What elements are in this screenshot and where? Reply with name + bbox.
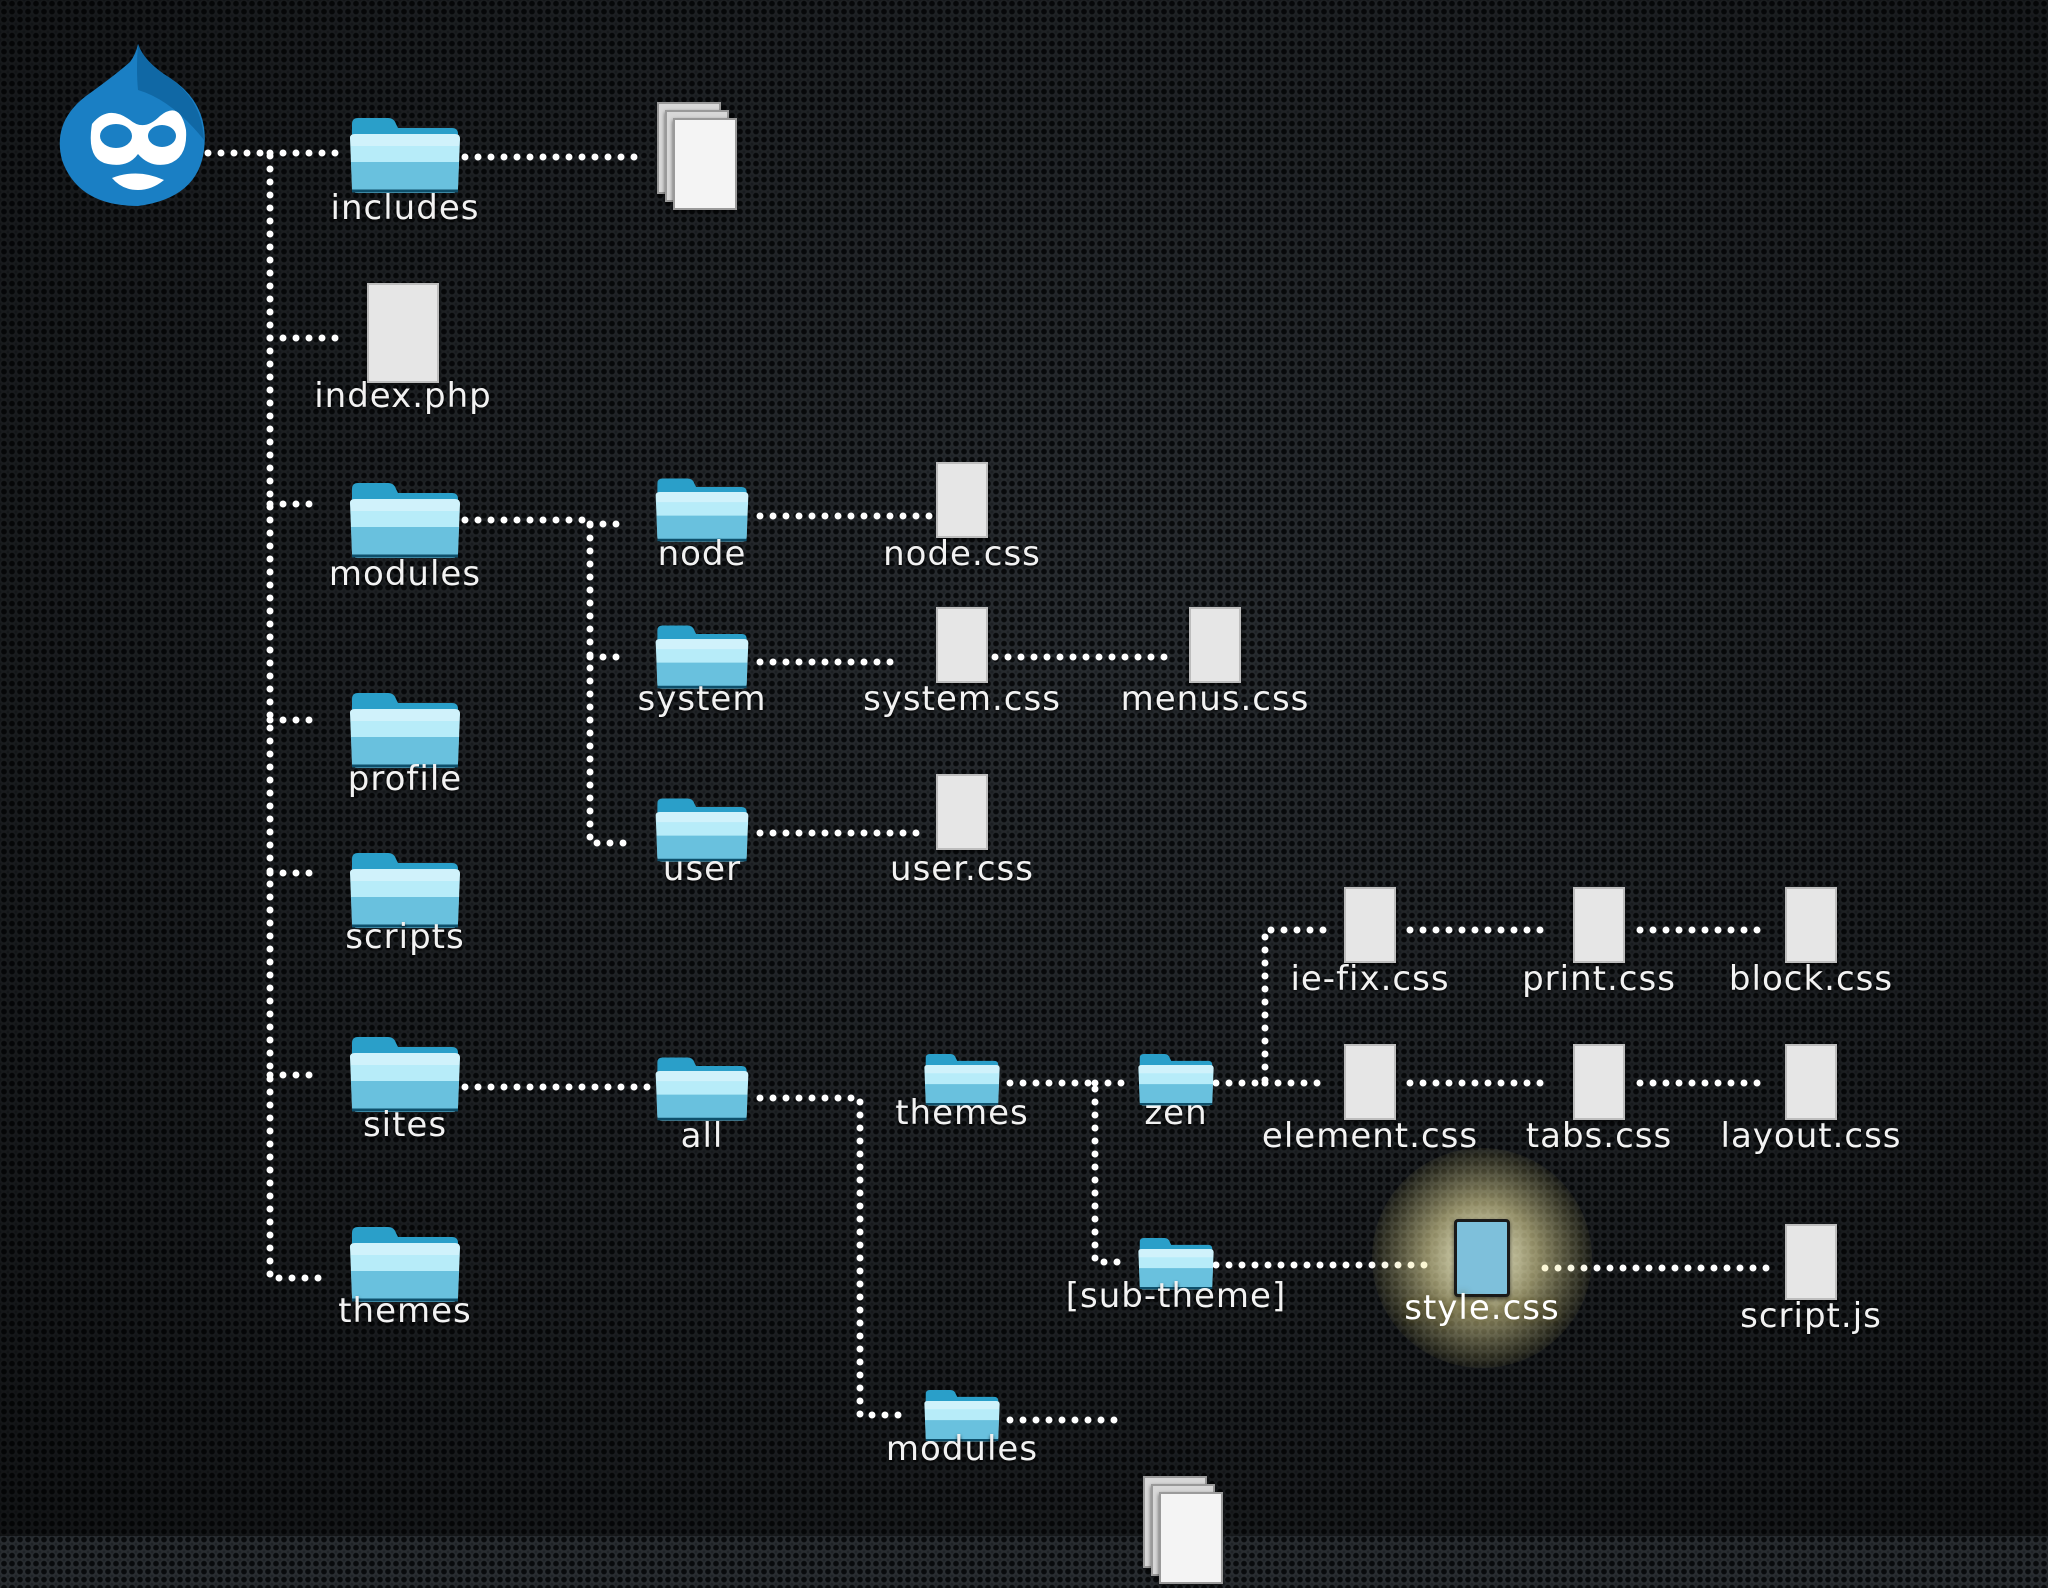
connector-line [1212, 926, 1329, 1087]
file-icon [936, 462, 988, 538]
node-label: print.css [1522, 959, 1676, 999]
folder-icon [348, 477, 462, 563]
node-label: style.css [1404, 1288, 1560, 1328]
file-icon [1344, 1044, 1396, 1120]
folder-icon [654, 619, 750, 695]
node-label: all [680, 1116, 724, 1156]
file-icon [936, 607, 988, 683]
node-label: profile [347, 759, 463, 799]
file-icon [1344, 887, 1396, 963]
node-label: index.php [314, 376, 492, 416]
node-label: modules [328, 554, 482, 594]
connector-line [191, 149, 324, 1282]
file-icon [1189, 607, 1241, 683]
node-label: modules [885, 1429, 1039, 1469]
folder-icon [348, 112, 462, 198]
file-stack-icon [1143, 1476, 1229, 1588]
folder-icon [348, 847, 462, 933]
node-label: includes [330, 188, 480, 228]
node-label: ie-fix.css [1290, 959, 1450, 999]
node-label: tabs.css [1525, 1116, 1673, 1156]
folder-icon [348, 1031, 462, 1117]
folder-icon [348, 687, 462, 773]
node-label: script.js [1740, 1296, 1882, 1336]
folder-icon [654, 1051, 750, 1127]
node-label: scripts [345, 917, 465, 957]
folder-icon [1137, 1233, 1215, 1295]
node-label: block.css [1728, 959, 1894, 999]
file-icon [1785, 887, 1837, 963]
file-icon [1785, 1224, 1837, 1300]
folder-icon [654, 792, 750, 868]
connector-line [1006, 1079, 1124, 1266]
connector-line [756, 1094, 909, 1419]
file-icon [1573, 887, 1625, 963]
file-icon [1573, 1044, 1625, 1120]
folder-icon [923, 1385, 1001, 1447]
node-label: element.css [1261, 1116, 1479, 1156]
node-label: node.css [883, 534, 1041, 574]
drupal-drop-icon [59, 44, 205, 206]
node-label: zen [1144, 1093, 1208, 1133]
node-label: system [637, 679, 767, 719]
node-label: node [657, 534, 747, 574]
node-label: themes [895, 1093, 1029, 1133]
file-icon [1785, 1044, 1837, 1120]
folder-icon [654, 472, 750, 548]
node-label: themes [338, 1291, 472, 1331]
file-icon [367, 283, 439, 383]
file-stack-icon [657, 102, 743, 214]
connector-line [461, 516, 629, 847]
node-label: layout.css [1720, 1116, 1902, 1156]
folder-icon [923, 1049, 1001, 1111]
folder-icon [1137, 1049, 1215, 1111]
node-label: [sub-theme] [1065, 1276, 1287, 1316]
node-label: sites [362, 1105, 448, 1145]
node-label: system.css [863, 679, 1061, 719]
file-icon [936, 774, 988, 850]
folder-icon [348, 1221, 462, 1307]
node-label: user [662, 849, 742, 889]
node-label: menus.css [1120, 679, 1310, 719]
node-label: user.css [890, 849, 1034, 889]
file-icon [1454, 1219, 1510, 1297]
